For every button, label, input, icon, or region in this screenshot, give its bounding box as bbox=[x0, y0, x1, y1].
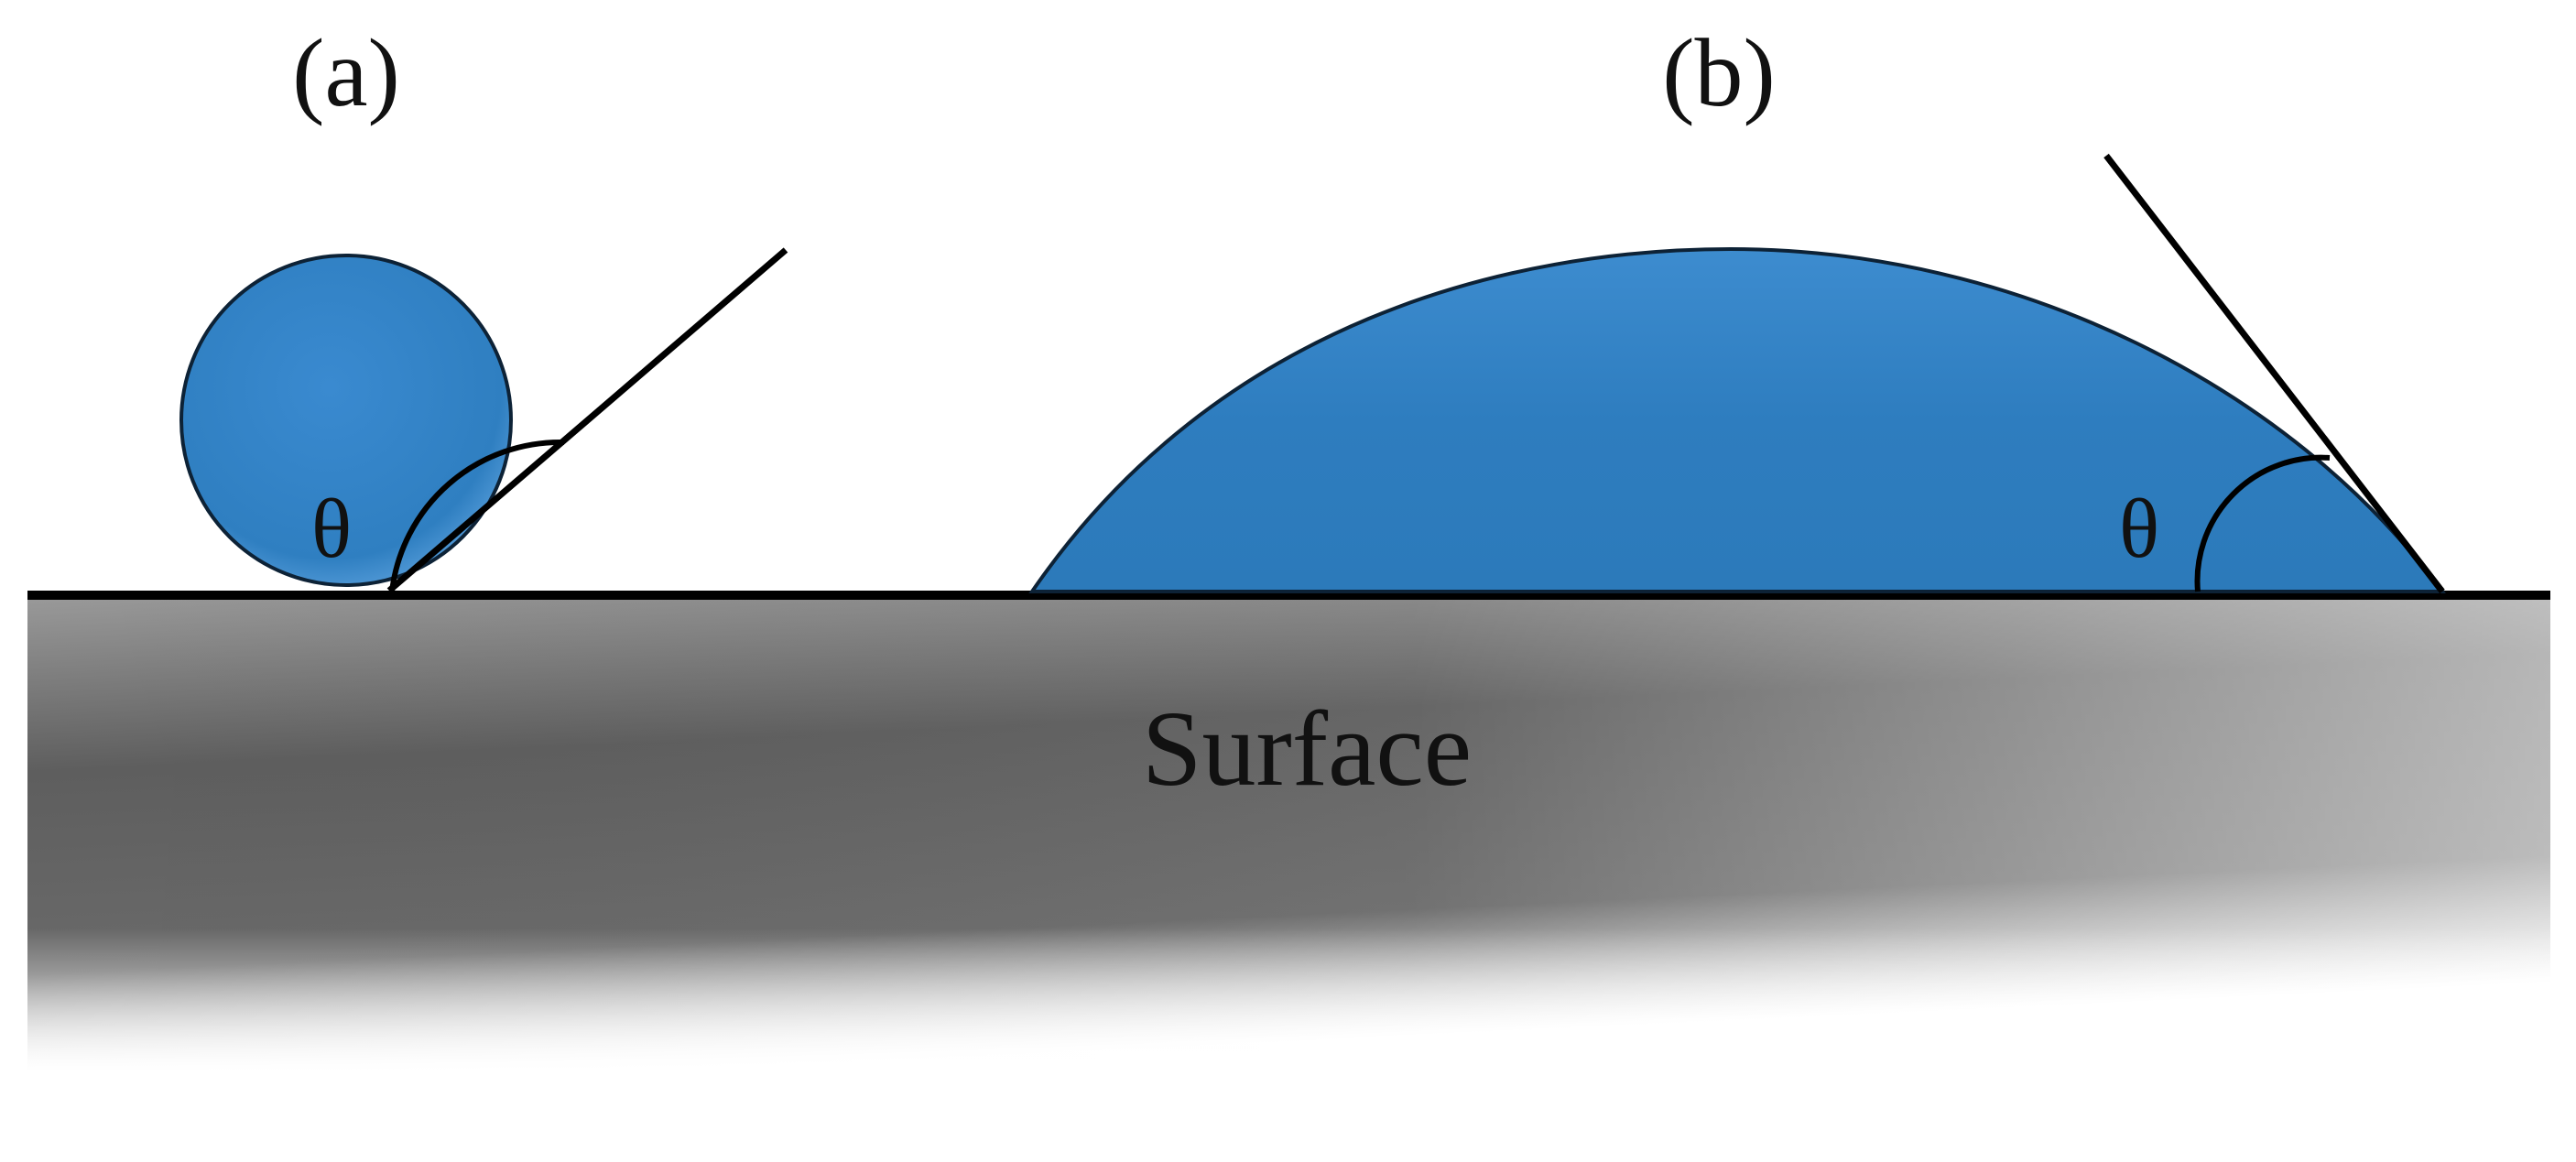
theta-symbol-b: θ bbox=[2119, 482, 2159, 575]
panel-a-label: (a) bbox=[292, 19, 400, 126]
panel-a bbox=[179, 247, 788, 593]
surface bbox=[27, 591, 2550, 1071]
angle-arc-b bbox=[2194, 454, 2331, 592]
surface-fade bbox=[27, 595, 2550, 1071]
tangent-line-a bbox=[386, 247, 788, 593]
tangent-line-b bbox=[2103, 153, 2445, 594]
angle-arc-a bbox=[389, 439, 565, 592]
theta-symbol-a: θ bbox=[311, 482, 352, 575]
droplet-b bbox=[1028, 246, 2446, 593]
panel-b bbox=[1028, 153, 2446, 594]
surface-label: Surface bbox=[1142, 689, 1472, 809]
panel-b-label: (b) bbox=[1662, 19, 1776, 126]
